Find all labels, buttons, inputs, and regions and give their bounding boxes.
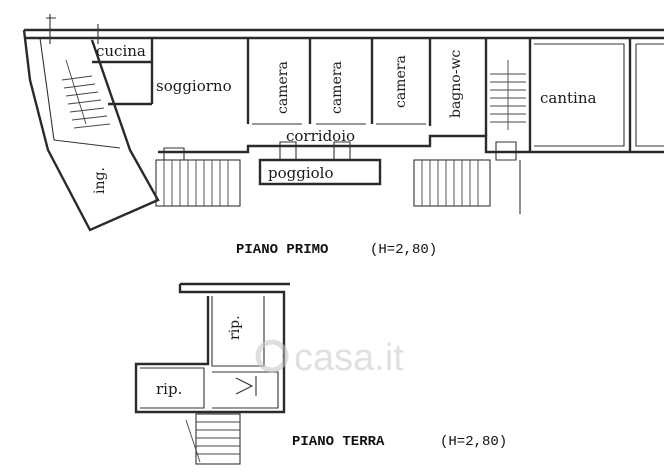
room-label-soggiorno: soggiorno — [156, 77, 232, 95]
floor-title-primo: PIANO PRIMO — [236, 242, 328, 258]
floor-height-primo: (H=2,80) — [370, 242, 437, 258]
room-label-ing: ing. — [92, 167, 108, 194]
external-stair-right — [413, 159, 491, 207]
room-label-bagno-wc: bagno-wc — [448, 50, 464, 118]
external-stair-left — [155, 159, 241, 207]
bottom-wall — [158, 134, 664, 154]
room-label-rip-2: rip. — [156, 380, 182, 398]
room-label-camera-2: camera — [329, 61, 345, 114]
first-floor-plan: cucina soggiorno camera camera camera ba… — [22, 14, 664, 258]
interior-walls — [246, 38, 632, 152]
watermark: casa.it — [255, 337, 404, 379]
ground-outer-wall — [134, 282, 290, 414]
room-label-poggiolo: poggiolo — [268, 164, 334, 182]
room-label-corridoio: corridoio — [286, 127, 355, 145]
floor-height-terra: (H=2,80) — [440, 434, 507, 450]
floor-title-terra: PIANO TERRA — [292, 434, 385, 450]
left-slanted-wall — [22, 29, 160, 232]
cantina-stair — [490, 60, 526, 130]
room-label-cucina: cucina — [96, 42, 146, 60]
left-stair — [61, 59, 111, 129]
room-label-camera-1: camera — [275, 61, 291, 114]
kitchen-wall — [92, 38, 154, 106]
room-label-cantina: cantina — [540, 89, 596, 107]
balcony — [258, 158, 382, 186]
room-label-camera-3: camera — [393, 55, 409, 108]
ground-floor-plan: rip. rip. PIANO TERRA (H=2,80) — [134, 282, 507, 465]
ground-stair — [185, 413, 241, 465]
room-label-rip-1: rip. — [227, 315, 243, 340]
watermark-text: casa.it — [294, 337, 404, 379]
top-wall — [24, 28, 664, 40]
